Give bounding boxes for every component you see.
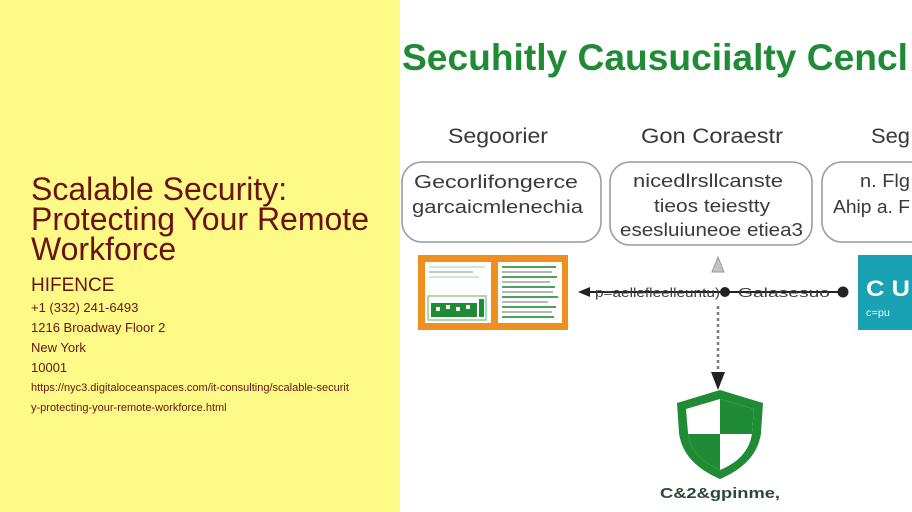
thumbnail-text-line [502,276,557,278]
thumbnail-chart-dot [456,307,460,311]
phone-number: +1 (332) 241-6493 [31,300,139,315]
thumbnail-text-line [502,316,554,318]
column-box-3 [821,161,912,243]
column-header-2: Gon Coraestr [641,125,783,148]
address-street: 1216 Broadway Floor 2 [31,320,166,335]
dashboard-thumbnail [418,255,568,330]
thumbnail-chart-dot [466,305,470,309]
thumbnail-text-line [502,301,548,303]
arrow-down-icon [711,372,725,390]
arrow-left-icon [578,287,590,297]
column-1-line-1: Gecorlifongerce [414,172,578,192]
page-title: Scalable Security: Protecting Your Remot… [31,171,369,267]
thumbnail-text-line [502,311,552,313]
thumbnail-text-line [502,286,555,288]
thumbnail-text-line [502,271,552,273]
thumbnail-chart-dot [436,307,440,311]
teal-card: C U c=pu [858,255,912,330]
connector-arrow: p=aellefleelleuntu) Galasesuo [578,285,849,300]
column-3-line-1: n. Flg [860,171,910,191]
thumbnail-text-line [502,306,556,308]
teal-card-background [858,255,912,330]
thumbnail-chart-dot [446,305,450,309]
column-2-line-3: esesluiuneoe etiea3 [620,220,803,240]
column-header-1: Segoorier [448,125,548,148]
column-box-2 [609,161,813,246]
address-city: New York [31,340,86,355]
thumbnail-text-line [429,271,473,273]
column-2-line-2: tieos teiestty [654,196,770,216]
thumbnail-text-line [502,266,556,268]
triangle-up-icon [711,255,725,273]
column-3-line-2: Ahip a. F [833,197,910,217]
connector-left-label: p=aellefleelleuntu) [595,285,720,300]
address-zip: 10001 [31,360,68,375]
thumbnail-chart-column [479,299,484,317]
thumbnail-chart-bar [431,303,477,317]
thumbnail-text-line [502,291,553,293]
teal-card-caption: c=pu [866,308,890,319]
column-box-1 [401,161,602,243]
column-header-3: Seg [871,125,910,148]
connector-dot [720,287,730,297]
source-url: https://nyc3.digitaloceanspaces.com/it-c… [31,382,349,414]
connector-right-label: Galasesuo [738,285,830,300]
thumbnail-chart-frame [427,295,487,321]
diagram-title: Secuhitly Causuciialty Cencl [402,37,908,78]
company-name: HIFENCE [31,275,115,296]
column-1-line-2: garcaicmlenechia [412,197,584,217]
info-panel: Scalable Security: Protecting Your Remot… [0,0,400,512]
contact-block: +1 (332) 241-6493 1216 Broadway Floor 2 … [31,298,165,378]
connector-end-dot [837,286,849,298]
shield-caption: C&2&gpinme, [660,485,780,502]
thumbnail-text-line [429,276,479,278]
thumbnail-text-line [502,281,550,283]
column-2-line-1: nicedlrsllcanste [633,171,783,191]
teal-card-letters: C U [866,276,910,301]
security-diagram-image: Secuhitly Causuciialty Cencl Segoorier G… [401,37,912,502]
shield-icon [677,390,763,479]
thumbnail-text-line [429,266,485,268]
thumbnail-text-line [502,296,558,298]
